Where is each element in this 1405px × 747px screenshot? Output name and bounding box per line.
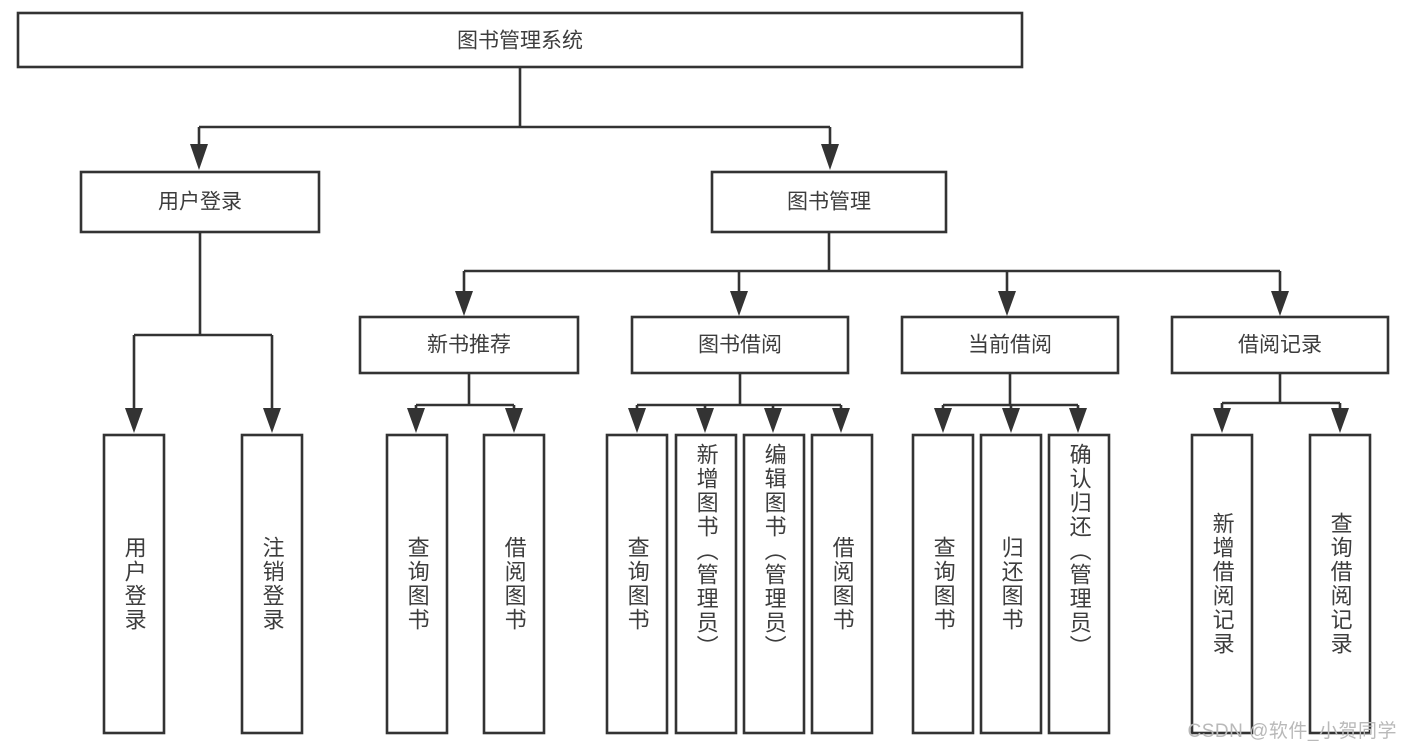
node-book-management-label: 图书管理 (787, 191, 871, 214)
arrow-bookmgmt-child-3 (998, 291, 1016, 316)
arrow-bookborrow-leaf-2 (696, 408, 714, 433)
leaf-box-borrow-record-2[interactable] (1308, 433, 1372, 735)
arrow-currentborrow-leaf-3 (1069, 408, 1087, 433)
arrow-borrowrecord-leaf-1 (1213, 408, 1231, 433)
node-new-book-recommend-label: 新书推荐 (427, 334, 511, 357)
arrow-borrowrecord-leaf-2 (1331, 408, 1349, 433)
arrow-userlogin-leaf-1 (125, 408, 143, 433)
arrow-bookmgmt-child-2 (730, 291, 748, 316)
arrow-currentborrow-leaf-2 (1002, 408, 1020, 433)
leaf-box-book-borrow-2[interactable] (674, 433, 738, 735)
arrow-currentborrow-leaf-1 (934, 408, 952, 433)
arrow-bookborrow-leaf-1 (628, 408, 646, 433)
node-current-borrow-box[interactable] (900, 315, 1120, 375)
leaf-box-borrow-record-1[interactable] (1190, 433, 1254, 735)
leaf-box-new-book-1[interactable] (385, 433, 449, 735)
leaf-box-new-book-2[interactable] (482, 433, 546, 735)
node-new-book-recommend-box[interactable] (358, 315, 580, 375)
leaf-box-user-login-2[interactable] (240, 433, 304, 735)
node-book-management-box[interactable] (710, 170, 948, 234)
node-book-borrow-box[interactable] (630, 315, 850, 375)
leaf-box-current-borrow-2[interactable] (979, 433, 1043, 735)
leaf-box-current-borrow-3[interactable] (1047, 433, 1111, 735)
arrow-userlogin-leaf-2 (263, 408, 281, 433)
arrow-bookborrow-leaf-4 (832, 408, 850, 433)
arrow-root-to-userlogin (190, 144, 208, 170)
watermark-text: CSDN @软件_小贺同学 (1187, 721, 1397, 742)
leaf-box-book-borrow-4[interactable] (810, 433, 874, 735)
node-book-borrow-label: 图书借阅 (698, 334, 782, 357)
arrow-bookmgmt-child-1 (455, 291, 473, 316)
arrow-bookborrow-leaf-3 (764, 408, 782, 433)
arrow-bookmgmt-child-4 (1271, 291, 1289, 316)
arrow-newbook-leaf-2 (505, 408, 523, 433)
node-borrow-record-label: 借阅记录 (1238, 334, 1322, 357)
node-current-borrow-label: 当前借阅 (968, 334, 1052, 357)
leaf-box-current-borrow-1[interactable] (911, 433, 975, 735)
node-root-box[interactable] (16, 11, 1024, 69)
node-borrow-record-box[interactable] (1170, 315, 1390, 375)
node-root-label: 图书管理系统 (457, 30, 583, 53)
arrow-root-to-bookmgmt (821, 144, 839, 170)
leaf-box-book-borrow-1[interactable] (605, 433, 669, 735)
leaf-box-book-borrow-3[interactable] (742, 433, 806, 735)
leaf-box-user-login-1[interactable] (102, 433, 166, 735)
node-user-login-label: 用户登录 (158, 191, 242, 214)
arrow-newbook-leaf-1 (407, 408, 425, 433)
